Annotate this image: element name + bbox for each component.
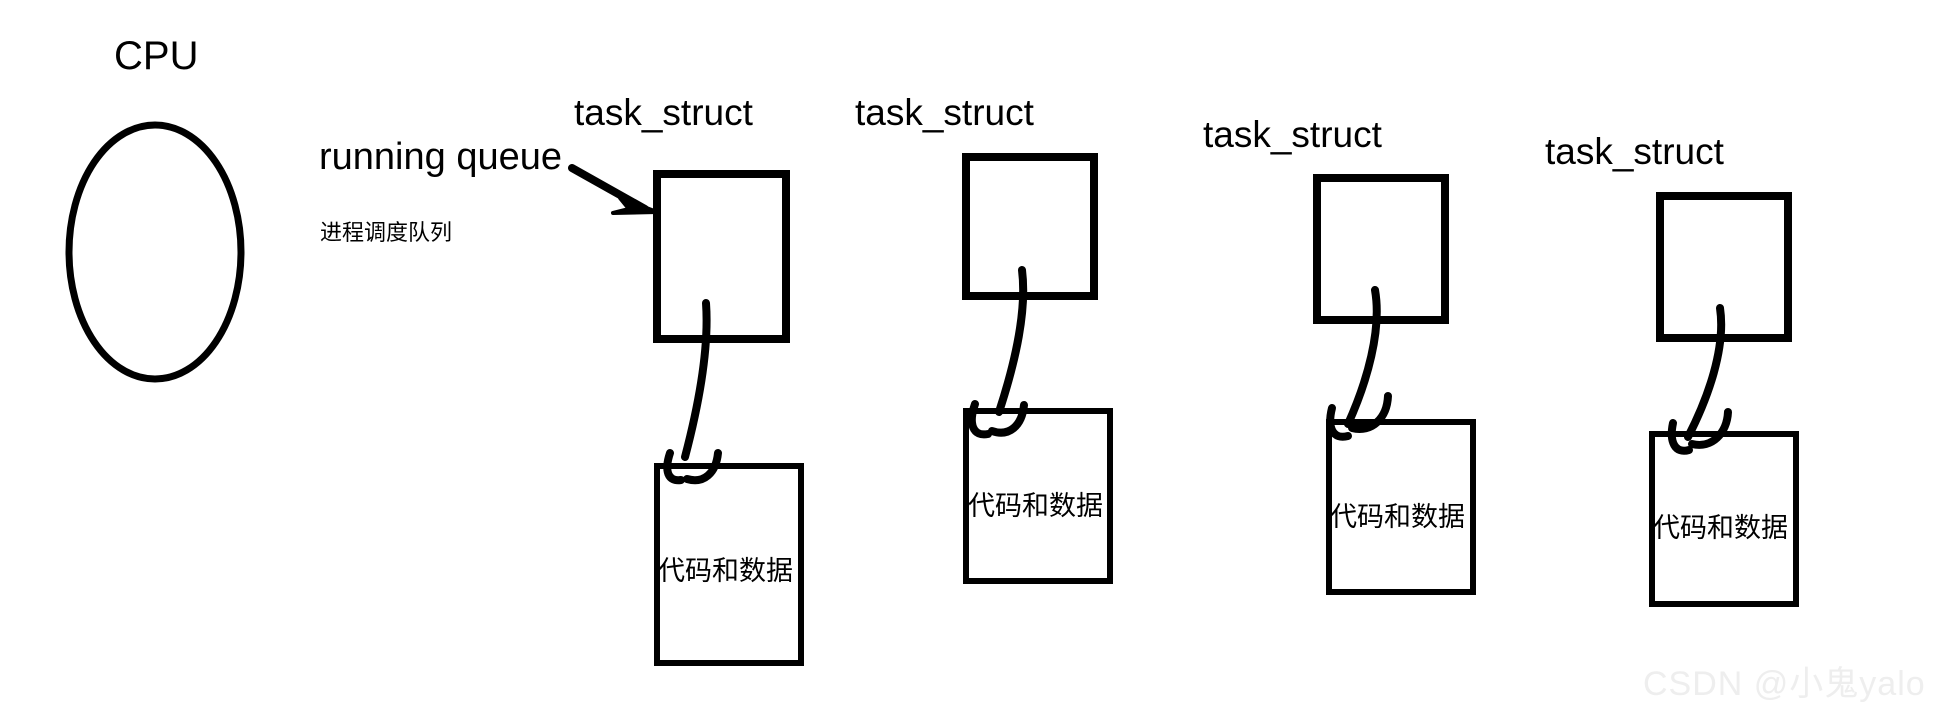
code-data-box-4 (1649, 431, 1799, 607)
code-data-label-1: 代码和数据 (658, 556, 793, 586)
code-data-box-3 (1326, 419, 1476, 595)
code-data-label-4: 代码和数据 (1653, 513, 1788, 543)
task-struct-label-3: task_struct (1203, 114, 1382, 155)
link-arrow-3 (1326, 286, 1392, 441)
task-struct-label-4: task_struct (1545, 131, 1724, 172)
code-data-box-2 (963, 408, 1113, 584)
running-queue-label: running queue (319, 136, 562, 178)
task-struct-label-2: task_struct (855, 92, 1034, 133)
task-struct-box-2 (962, 153, 1098, 300)
code-data-label-3: 代码和数据 (1330, 502, 1465, 532)
task-struct-box-3 (1313, 174, 1449, 324)
code-data-box-1 (654, 463, 804, 666)
cpu-label: CPU (114, 34, 199, 78)
task-struct-label-1: task_struct (574, 92, 753, 133)
csdn-watermark: CSDN @小鬼yalo (1643, 665, 1926, 703)
running-queue-label-cn: 进程调度队列 (320, 220, 453, 245)
code-data-label-2: 代码和数据 (968, 491, 1103, 521)
running-queue-arrow (568, 164, 659, 215)
task-struct-box-1 (653, 170, 790, 343)
cpu-ellipse (65, 121, 245, 383)
link-arrow-4 (1667, 304, 1732, 455)
link-arrow-1 (663, 299, 722, 485)
